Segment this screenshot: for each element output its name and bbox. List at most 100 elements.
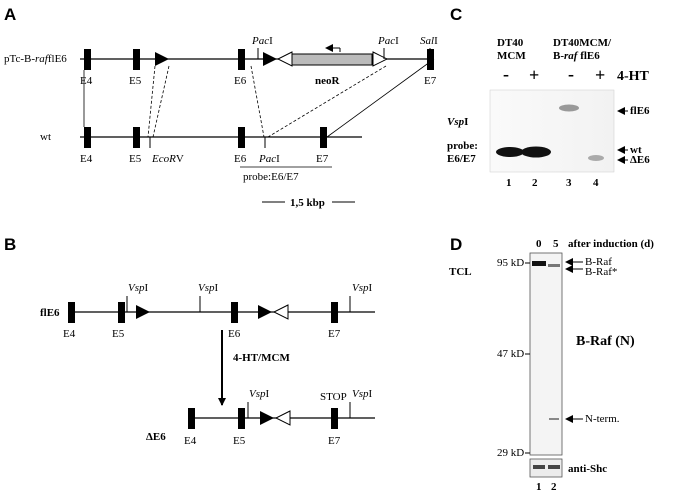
wt-exon-labels: E4 E5 E6 E7 (80, 153, 329, 165)
vspi-label: VspI (249, 388, 270, 400)
neor-box (291, 53, 373, 66)
ecorv-label: EcoRV (151, 153, 184, 165)
loxp-triangle (260, 411, 274, 425)
exon-e5-top (133, 49, 140, 70)
dashed-line (152, 65, 170, 138)
lane-numbers-d: 1 2 (536, 481, 557, 493)
exon-label: E7 (316, 153, 329, 165)
exon-e7-fle6 (331, 302, 338, 323)
panel-label-d: D (450, 235, 462, 254)
marker-label: 95 kD (497, 257, 524, 269)
loxp-triangle-2 (263, 52, 277, 66)
exon-e4-top (84, 49, 91, 70)
exon-e7-top (427, 49, 434, 70)
de6-exon-labels: E4 E5 E7 (184, 435, 341, 447)
stop-label: STOP (320, 391, 347, 403)
loxp-triangle (258, 305, 272, 319)
lane-number: 2 (532, 177, 538, 189)
recombination-label: 4-HT/MCM (233, 352, 290, 364)
panel-label-a: A (4, 5, 16, 24)
after-induction-label: after induction (d) (568, 238, 654, 250)
sali-label: SalI (420, 35, 438, 47)
band-braf-lane1 (532, 261, 546, 266)
antibody-label: B-Raf (N) (576, 334, 635, 349)
shc-blot (529, 458, 563, 478)
scale-label: 1,5 kbp (290, 197, 325, 209)
lane-number: 1 (506, 177, 512, 189)
lane-number: 3 (566, 177, 572, 189)
fle6-label: flE6 (40, 307, 60, 319)
exon-label: E6 (234, 153, 247, 165)
construct-label: pTc-B-rafflE6 (4, 53, 67, 65)
vspi-label: VspI (352, 388, 373, 400)
band-wt-lane2 (521, 146, 551, 158)
western-blot (529, 252, 563, 456)
group1-label-line2: MCM (497, 50, 526, 62)
exon-e6-wt (238, 127, 245, 148)
top-exon-labels: E4 E5 E6 E7 (80, 75, 437, 87)
mw-markers: 95 kD 47 kD 29 kD (497, 257, 530, 459)
band-brafstar-lane2 (548, 264, 560, 267)
exon-label: E4 (184, 435, 197, 447)
probe-label-line1: probe: (447, 140, 478, 152)
frt-triangle (272, 304, 289, 320)
homology-line-right (326, 58, 435, 138)
loxp-triangle (136, 305, 150, 319)
exon-label: E6 (228, 328, 241, 340)
marker-label: 47 kD (497, 348, 524, 360)
exon-label: E4 (80, 75, 93, 87)
timepoint: 0 (536, 238, 542, 250)
exon-label: E5 (129, 153, 142, 165)
vspi-label: VspI (352, 282, 373, 294)
band-label-fle6: flE6 (630, 105, 650, 117)
marker-label: 29 kD (497, 447, 524, 459)
exon-e4-wt (84, 127, 91, 148)
exon-label: E5 (129, 75, 142, 87)
lane-number: 2 (551, 481, 557, 493)
exon-e6-top (238, 49, 245, 70)
loxp-triangle-1 (155, 52, 169, 66)
band-shc-lane2 (548, 465, 560, 469)
sign: + (529, 65, 539, 85)
exon-e5-wt (133, 127, 140, 148)
band-de6-lane4 (588, 155, 604, 161)
exon-label: E4 (80, 153, 93, 165)
probe-label-line2: E6/E7 (447, 153, 476, 165)
timepoint-labels: 0 5 (536, 238, 559, 250)
timepoint: 5 (553, 238, 559, 250)
exon-e4-de6 (188, 408, 195, 429)
exon-e6-fle6 (231, 302, 238, 323)
fle6-exon-labels: E4 E5 E6 E7 (63, 328, 341, 340)
lane-number: 4 (593, 177, 599, 189)
frt-triangle-1 (276, 51, 293, 67)
vspi-label: VspI (198, 282, 219, 294)
de6-label: ΔE6 (146, 431, 166, 443)
band-wt-lane1 (496, 147, 524, 157)
exon-e5-de6 (238, 408, 245, 429)
dashed-line (147, 65, 156, 138)
exon-label: E4 (63, 328, 76, 340)
exon-label: E6 (234, 75, 247, 87)
sign: + (595, 65, 605, 85)
group1-label-line1: DT40 (497, 37, 524, 49)
wt-label: wt (40, 131, 51, 143)
exon-e4-fle6 (68, 302, 75, 323)
braf-label: B-Raf (585, 256, 612, 268)
paci-label-wt: PacI (258, 153, 280, 165)
dashed-line (267, 65, 387, 138)
treatment-label: 4-HT (617, 69, 650, 84)
paci-label-2: PacI (377, 35, 399, 47)
paci-label-1: PacI (251, 35, 273, 47)
exon-label: E7 (424, 75, 437, 87)
exon-label: E7 (328, 435, 341, 447)
sign: - (503, 64, 509, 84)
vspi-blot-label: VspI (447, 116, 468, 128)
exon-e7-wt (320, 127, 327, 148)
panel-label-b: B (4, 235, 16, 254)
shc-label: anti-Shc (568, 463, 607, 475)
nterm-label: N-term. (585, 413, 620, 425)
exon-label: E7 (328, 328, 341, 340)
group2-label-line2: B-raf flE6 (553, 50, 600, 62)
exon-e7-de6 (331, 408, 338, 429)
